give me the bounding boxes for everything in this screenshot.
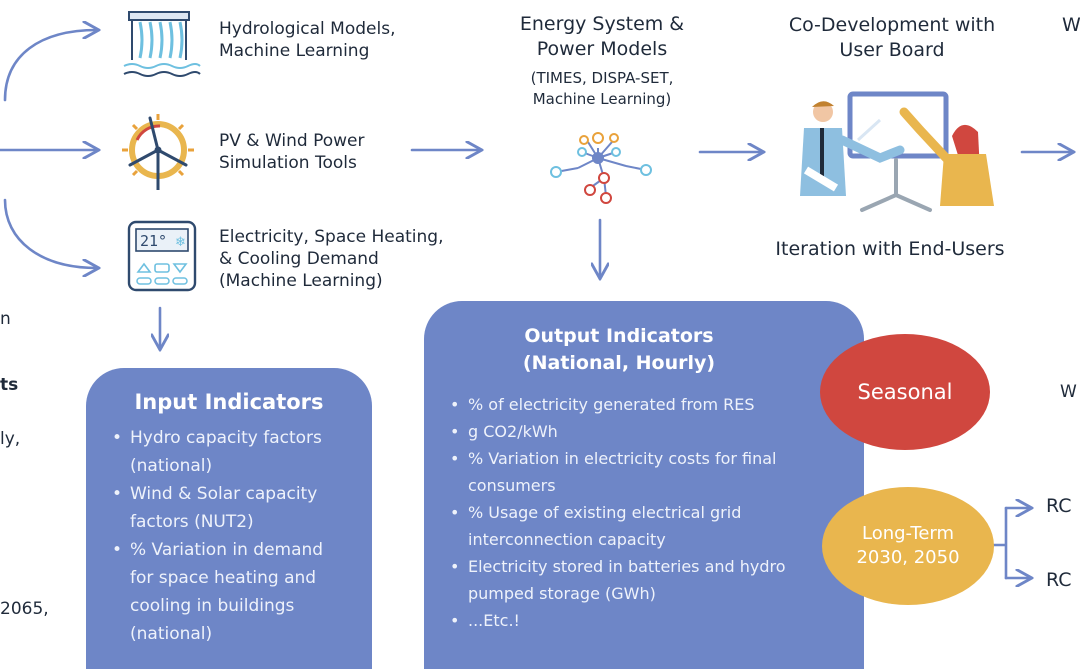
cut-right-text-1: W bbox=[1062, 14, 1080, 36]
demand-line-3: (Machine Learning) bbox=[219, 271, 383, 291]
energy-sub-line-2: Machine Learning) bbox=[532, 90, 672, 108]
cut-right-text-2: W bbox=[1060, 382, 1077, 402]
snowflake-icon: ❄ bbox=[175, 235, 186, 250]
demand-line-2: & Cooling Demand bbox=[219, 249, 379, 269]
cut-right-text-3: RC bbox=[1046, 495, 1072, 517]
output-item-6-line-1: ...Etc.! bbox=[468, 611, 520, 630]
output-item-4-line-2: interconnection capacity bbox=[468, 530, 666, 549]
output-indicator-item: g CO2/kWh bbox=[442, 418, 858, 445]
output-indicator-item: % Usage of existing electrical grid inte… bbox=[442, 499, 858, 553]
output-title-line-2: (National, Hourly) bbox=[522, 352, 716, 374]
seasonal-label: Seasonal bbox=[857, 380, 953, 404]
codev-title: Co-Development with User Board bbox=[762, 13, 1022, 63]
thermostat-icon: 21° ❄ bbox=[127, 220, 197, 292]
output-indicators-list: % of electricity generated from RES g CO… bbox=[424, 377, 864, 634]
cut-left-text-3: ly, bbox=[0, 429, 21, 449]
energy-sub-line-1: (TIMES, DISPA-SET, bbox=[530, 69, 674, 87]
bracket-long-term bbox=[992, 506, 1008, 580]
output-item-5-line-1: Electricity stored in batteries and hydr… bbox=[468, 557, 786, 576]
long-term-ellipse: Long-Term 2030, 2050 bbox=[822, 487, 994, 605]
iteration-label: Iteration with End-Users bbox=[775, 238, 1005, 260]
pv-wind-line-2: Simulation Tools bbox=[219, 153, 357, 173]
hydro-model-line-1: Hydrological Models, bbox=[219, 19, 396, 39]
input-indicator-item: Hydro capacity factors (national) bbox=[104, 424, 362, 480]
input-item-2-line-2: factors (NUT2) bbox=[130, 512, 254, 532]
output-indicator-item: Electricity stored in batteries and hydr… bbox=[442, 553, 858, 607]
seasonal-ellipse: Seasonal bbox=[820, 334, 990, 450]
input-item-1-line-1: Hydro capacity factors bbox=[130, 428, 322, 448]
network-icon bbox=[550, 132, 652, 204]
people-at-board-illustration bbox=[800, 91, 994, 212]
thermostat-reading: 21° bbox=[140, 232, 167, 250]
output-item-2-line-1: g CO2/kWh bbox=[468, 422, 558, 441]
input-indicators-list: Hydro capacity factors (national) Wind &… bbox=[86, 416, 372, 648]
output-item-4-line-1: % Usage of existing electrical grid bbox=[468, 503, 742, 522]
input-item-2-line-1: Wind & Solar capacity bbox=[130, 484, 318, 504]
energy-models-title: Energy System & Power Models bbox=[490, 12, 714, 62]
hydro-dam-icon bbox=[123, 11, 201, 77]
output-indicators-box: Output Indicators (National, Hourly) % o… bbox=[424, 301, 864, 669]
output-item-3-line-1: % Variation in electricity costs for fin… bbox=[468, 449, 777, 468]
energy-title-line-2: Power Models bbox=[536, 38, 668, 60]
energy-title-line-1: Energy System & bbox=[519, 13, 685, 35]
long-term-line-1: Long-Term bbox=[861, 523, 955, 544]
demand-model-label: Electricity, Space Heating, & Cooling De… bbox=[219, 226, 443, 292]
sun-wind-icon bbox=[122, 114, 194, 190]
input-item-3-line-4: (national) bbox=[130, 624, 213, 644]
arrow-to-hydro bbox=[3, 30, 97, 102]
codev-line-1: Co-Development with bbox=[788, 14, 996, 36]
output-item-3-line-2: consumers bbox=[468, 476, 556, 495]
input-item-3-line-3: cooling in buildings bbox=[130, 596, 295, 616]
demand-line-1: Electricity, Space Heating, bbox=[219, 227, 444, 247]
input-indicator-item: % Variation in demand for space heating … bbox=[104, 536, 362, 648]
hydro-model-label: Hydrological Models, Machine Learning bbox=[219, 18, 395, 62]
input-indicators-box: Input Indicators Hydro capacity factors … bbox=[86, 368, 372, 669]
cut-left-text-2: ts bbox=[0, 375, 19, 395]
pv-wind-model-label: PV & Wind Power Simulation Tools bbox=[219, 130, 364, 174]
cut-left-text-4: 2065, bbox=[0, 599, 49, 619]
input-item-1-line-2: (national) bbox=[130, 456, 213, 476]
cut-right-text-4: RC bbox=[1046, 569, 1072, 591]
input-indicators-title: Input Indicators bbox=[134, 390, 324, 414]
input-indicator-item: Wind & Solar capacity factors (NUT2) bbox=[104, 480, 362, 536]
energy-models-subtitle: (TIMES, DISPA-SET, Machine Learning) bbox=[490, 68, 714, 110]
input-item-3-line-2: for space heating and bbox=[130, 568, 317, 588]
arrow-to-demand bbox=[3, 198, 97, 268]
output-item-1-line-1: % of electricity generated from RES bbox=[468, 395, 755, 414]
output-indicators-title: Output Indicators (National, Hourly) bbox=[424, 301, 814, 377]
cut-left-text-1: n bbox=[0, 309, 11, 329]
output-title-line-1: Output Indicators bbox=[524, 325, 714, 347]
output-indicator-item: % of electricity generated from RES bbox=[442, 391, 858, 418]
long-term-line-2: 2030, 2050 bbox=[856, 547, 960, 568]
output-indicator-item: ...Etc.! bbox=[442, 607, 858, 634]
output-indicator-item: % Variation in electricity costs for fin… bbox=[442, 445, 858, 499]
pv-wind-line-1: PV & Wind Power bbox=[219, 131, 365, 151]
input-item-3-line-1: % Variation in demand bbox=[130, 540, 324, 560]
output-item-5-line-2: pumped storage (GWh) bbox=[468, 584, 656, 603]
hydro-model-line-2: Machine Learning bbox=[219, 41, 370, 61]
codev-line-2: User Board bbox=[839, 39, 945, 61]
